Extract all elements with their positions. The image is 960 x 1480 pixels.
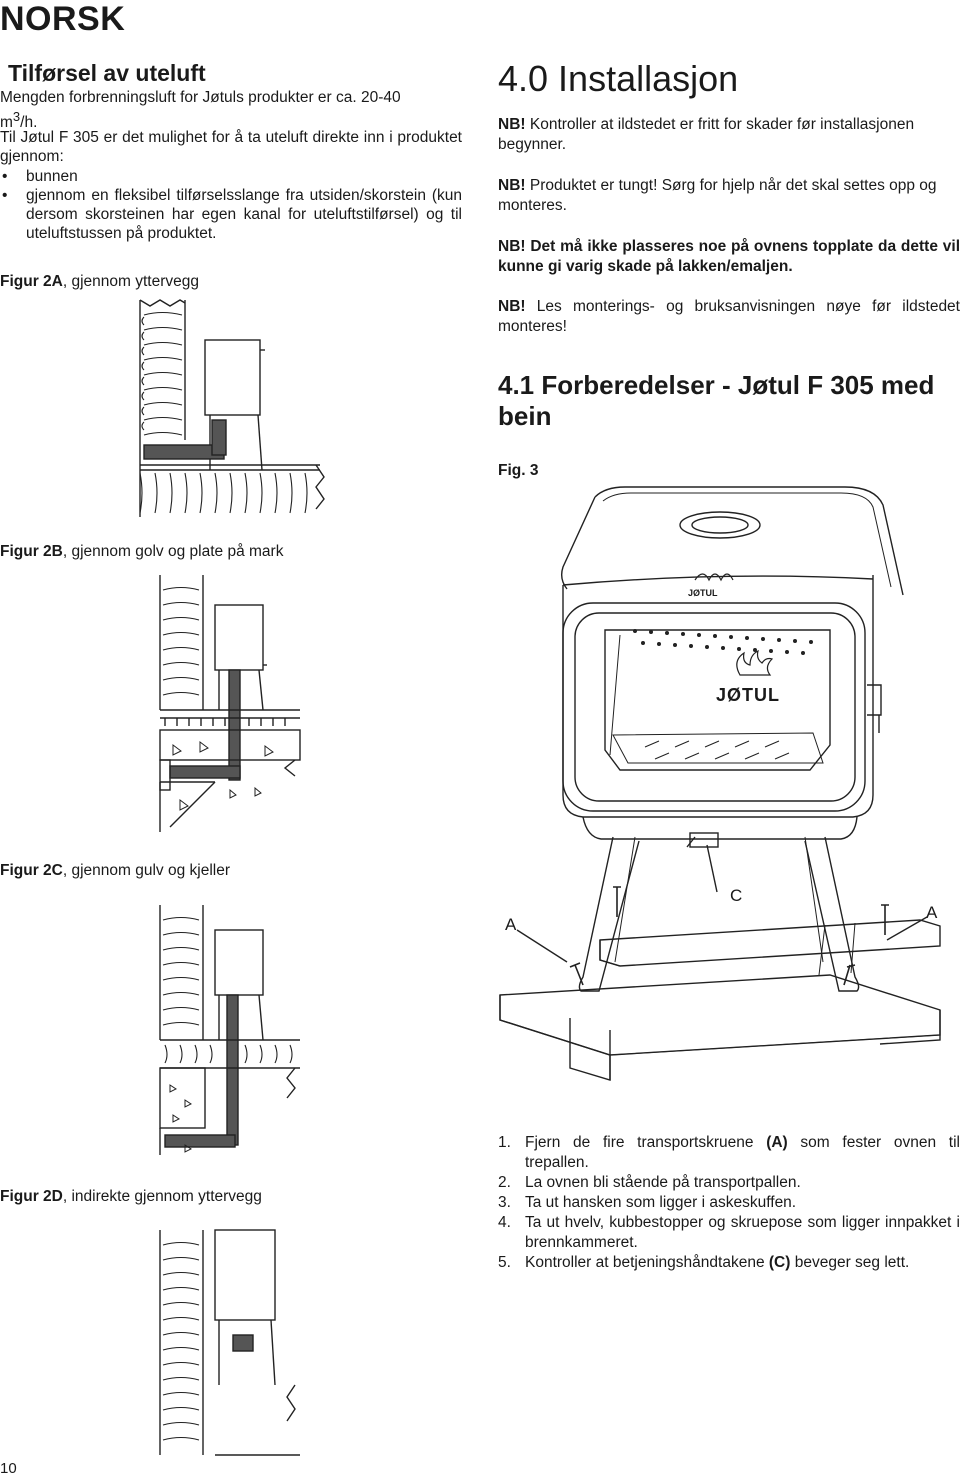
section-heading-installation: 4.0 Installasjon xyxy=(498,58,739,99)
figure-text-2b: , gjennom golv og plate på mark xyxy=(62,543,284,560)
air-unit-m: m xyxy=(0,114,13,132)
figure-3-stove-diagram xyxy=(499,486,941,1081)
note-text-4: Les monterings- og bruksanvisningen nøye… xyxy=(498,298,960,335)
figure-text-2c: , gjennom gulv og kjeller xyxy=(62,862,231,879)
note-prefix-1: NB! xyxy=(498,116,526,133)
stove-top-brand-logo: JØTUL xyxy=(688,588,718,598)
air-unit-exponent: 3 xyxy=(12,109,21,124)
callout-label-a-left: A xyxy=(505,915,517,934)
stove-brand-logo: JØTUL xyxy=(716,685,781,705)
step-text-post: beveger seg lett. xyxy=(790,1254,910,1271)
note-text-1: Kontroller at ildstedet er fritt for ska… xyxy=(498,116,915,153)
step-item: 3. Ta ut hansken som ligger i askeskuffe… xyxy=(498,1193,960,1213)
step-text: Kontroller at betjeningshåndtakene (C) b… xyxy=(525,1253,960,1273)
figure-2b-diagram xyxy=(159,575,301,832)
figure-label-2a: Figur 2A xyxy=(0,273,63,290)
step-text: La ovnen bli stående på transportpallen. xyxy=(525,1174,801,1191)
figure-caption-3: Fig. 3 xyxy=(498,462,539,479)
step-text: Ta ut hansken som ligger i askeskuffen. xyxy=(525,1194,797,1211)
figure-text-2a: , gjennom yttervegg xyxy=(62,273,200,290)
note-text-2: Produktet er tungt! Sørg for hjelp når d… xyxy=(498,177,937,214)
note-prefix-2: NB! xyxy=(498,177,526,194)
figure-caption-2c: Figur 2C, gjennom gulv og kjeller xyxy=(0,862,230,880)
step-item: 5. Kontroller at betjeningshåndtakene (C… xyxy=(498,1253,960,1273)
figure-text-2d: , indirekte gjennom yttervegg xyxy=(62,1188,262,1205)
preparation-steps-list: 1. Fjern de fire transportskruene (A) so… xyxy=(498,1133,960,1273)
callout-label-c: C xyxy=(730,886,743,905)
subsection-heading-preparations: 4.1 Forberedelser - Jøtul F 305 med bein xyxy=(498,370,935,431)
figure-caption-2d: Figur 2D, indirekte gjennom yttervegg xyxy=(0,1188,262,1206)
step-text-pre: Kontroller at betjeningshåndtakene xyxy=(525,1254,769,1271)
figure-label-2b: Figur 2B xyxy=(0,543,63,560)
note-read-manual: NB! Les monterings- og bruksanvisningen … xyxy=(498,297,960,337)
step-number: 5. xyxy=(498,1254,511,1271)
language-header: NORSK xyxy=(0,0,126,38)
figure-2a-diagram xyxy=(139,299,325,517)
paragraph-air-amount: Mengden forbrenningsluft for Jøtuls prod… xyxy=(0,88,462,132)
figure-label-2d: Figur 2D xyxy=(0,1188,63,1205)
figure-2d-diagram xyxy=(159,1229,300,1456)
page-number: 10 xyxy=(0,1460,17,1477)
step-number: 4. xyxy=(498,1214,511,1231)
bullet-list: bunnen gjennom en fleksibel tilførselssl… xyxy=(0,167,462,243)
step-item: 2. La ovnen bli stående på transportpall… xyxy=(498,1173,960,1193)
note-top-plate: NB! Det må ikke plasseres noe på ovnens … xyxy=(498,237,960,277)
step-text-bold: (A) xyxy=(766,1134,788,1151)
step-text: Ta ut hvelv, kubbestopper og skruepose s… xyxy=(525,1214,960,1251)
note-text-3: Det må ikke plasseres noe på ovnens topp… xyxy=(498,238,960,275)
step-number: 3. xyxy=(498,1194,511,1211)
step-number: 1. xyxy=(498,1134,511,1151)
callout-label-a-right: A xyxy=(926,903,938,922)
figure-caption-2a: Figur 2A, gjennom yttervegg xyxy=(0,273,199,291)
figure-2c-diagram xyxy=(159,905,300,1155)
air-amount-text: Mengden forbrenningsluft for Jøtuls prod… xyxy=(0,89,401,106)
figure-label-2c: Figur 2C xyxy=(0,862,63,879)
note-check-damage: NB! Kontroller at ildstedet er fritt for… xyxy=(498,115,960,155)
step-text-bold: (C) xyxy=(768,1254,791,1271)
step-text-pre: Fjern de fire transportskruene xyxy=(525,1134,767,1151)
step-item: 1. Fjern de fire transportskruene (A) so… xyxy=(498,1133,960,1173)
note-heavy-product: NB! Produktet er tungt! Sørg for hjelp n… xyxy=(498,176,960,216)
step-number: 2. xyxy=(498,1174,511,1191)
air-unit-per-hour: /h. xyxy=(20,114,38,132)
bullet-item-bottom: bunnen xyxy=(0,167,462,186)
figure-caption-2b: Figur 2B, gjennom golv og plate på mark xyxy=(0,543,283,561)
section-heading-outdoor-air: Tilførsel av uteluft xyxy=(8,60,206,86)
bullet-item-hose: gjennom en fleksibel tilførselsslange fr… xyxy=(0,186,462,243)
step-item: 4. Ta ut hvelv, kubbestopper og skruepos… xyxy=(498,1213,960,1253)
step-text-post: som fester ovnen til trepallen. xyxy=(525,1134,960,1171)
step-text: Fjern de fire transportskruene (A) som f… xyxy=(525,1133,960,1173)
note-prefix-3: NB! xyxy=(498,238,526,255)
paragraph-intake-intro: Til Jøtul F 305 er det mulighet for å ta… xyxy=(0,129,462,165)
note-prefix-4: NB! xyxy=(498,298,526,315)
